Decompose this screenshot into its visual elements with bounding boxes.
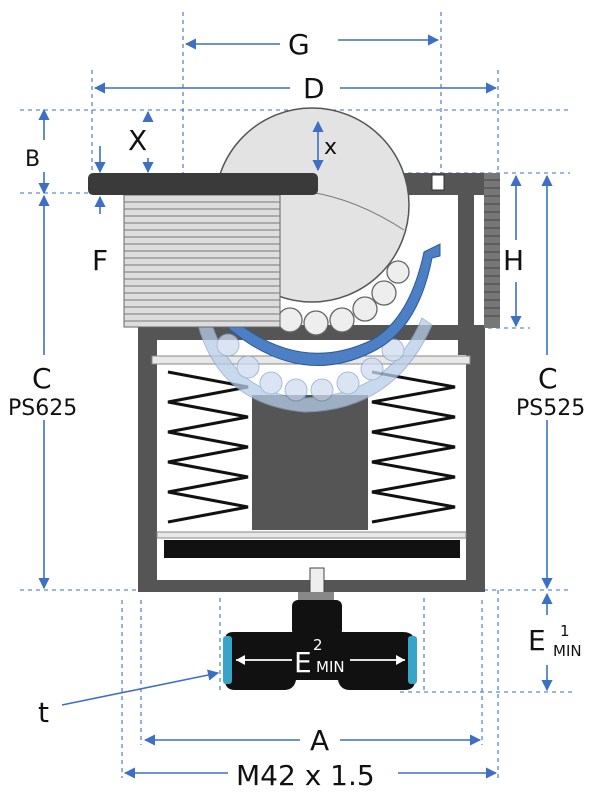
label-thread: M42 x 1.5: [236, 759, 375, 792]
right-seal-ring: [408, 636, 417, 684]
label-C-right: C: [538, 362, 558, 395]
fitting: [223, 567, 417, 690]
dimension-lines: [38, 34, 553, 779]
label-E2-sub: MIN: [316, 658, 345, 676]
label-B: B: [25, 147, 40, 172]
label-E2: E: [294, 646, 312, 679]
label-E1-sub: MIN: [553, 642, 582, 660]
top-flange: [88, 173, 318, 195]
label-F: F: [92, 244, 108, 277]
left-seal-ring: [223, 636, 232, 684]
label-A: A: [310, 724, 329, 757]
label-E2-sup: 2: [313, 636, 323, 654]
label-H: H: [503, 244, 524, 277]
label-t: t: [38, 696, 49, 729]
retaining-cup: [227, 243, 441, 366]
label-x-small: x: [324, 135, 337, 160]
left-spring: [167, 370, 249, 524]
threaded-body: [123, 194, 281, 328]
label-E1: E: [528, 624, 546, 657]
label-C-left: C: [32, 362, 52, 395]
dimension-labels: G D B X x F H C PS625 C PS525 E 2 MIN E …: [8, 28, 585, 792]
label-E1-sup: 1: [560, 622, 570, 640]
label-D: D: [303, 72, 325, 105]
label-X: X: [128, 124, 147, 157]
right-spring: [371, 370, 456, 524]
bearing-overlay: [197, 317, 433, 413]
label-model-left: PS625: [8, 396, 77, 421]
label-G: G: [288, 28, 310, 61]
right-cap: [403, 173, 500, 355]
label-model-right: PS525: [516, 396, 585, 421]
